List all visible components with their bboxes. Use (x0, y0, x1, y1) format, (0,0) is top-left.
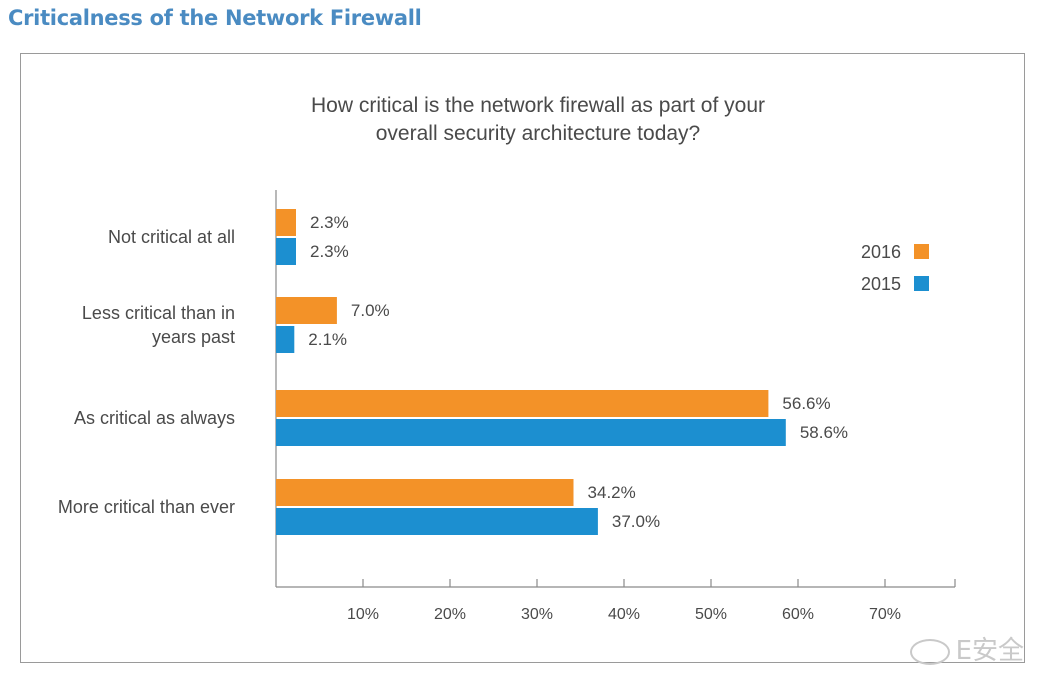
x-tick-label: 70% (869, 606, 901, 623)
legend-swatch (914, 244, 929, 259)
legend-swatch (914, 276, 929, 291)
legend-label: 2015 (861, 274, 901, 294)
x-tick-label: 30% (521, 606, 553, 623)
watermark-text: E安全 (955, 636, 1024, 666)
chart-frame (20, 53, 1025, 663)
page-heading: Criticalness of the Network Firewall (8, 6, 422, 30)
value-label: 58.6% (800, 423, 848, 442)
value-label: 34.2% (588, 483, 636, 502)
bar-2015 (276, 238, 296, 265)
chart-title-line: How critical is the network firewall as … (311, 94, 765, 117)
category-label: More critical than ever (58, 497, 235, 517)
category-label: As critical as always (74, 408, 235, 428)
x-tick-label: 40% (608, 606, 640, 623)
wechat-icon (909, 638, 950, 665)
category-label: years past (152, 327, 235, 347)
x-tick-label: 60% (782, 606, 814, 623)
chart-title-line: overall security architecture today? (376, 122, 701, 145)
x-tick-label: 50% (695, 606, 727, 623)
bar-2016 (276, 390, 769, 417)
category-label: Less critical than in (82, 303, 235, 323)
value-label: 2.3% (310, 242, 349, 261)
bar-2015 (276, 326, 295, 353)
bar-2016 (276, 479, 574, 506)
value-label: 37.0% (612, 512, 660, 531)
bar-2015 (276, 419, 786, 446)
category-label: Not critical at all (108, 227, 235, 247)
bar-2015 (276, 508, 598, 535)
x-tick-label: 20% (434, 606, 466, 623)
x-tick-label: 10% (347, 606, 379, 623)
value-label: 2.1% (308, 330, 347, 349)
legend-label: 2016 (861, 242, 901, 262)
value-label: 2.3% (310, 213, 349, 232)
bar-2016 (276, 209, 296, 236)
watermark: E安全 (909, 630, 1024, 667)
value-label: 56.6% (782, 394, 830, 413)
bar-2016 (276, 297, 337, 324)
value-label: 7.0% (351, 301, 390, 320)
